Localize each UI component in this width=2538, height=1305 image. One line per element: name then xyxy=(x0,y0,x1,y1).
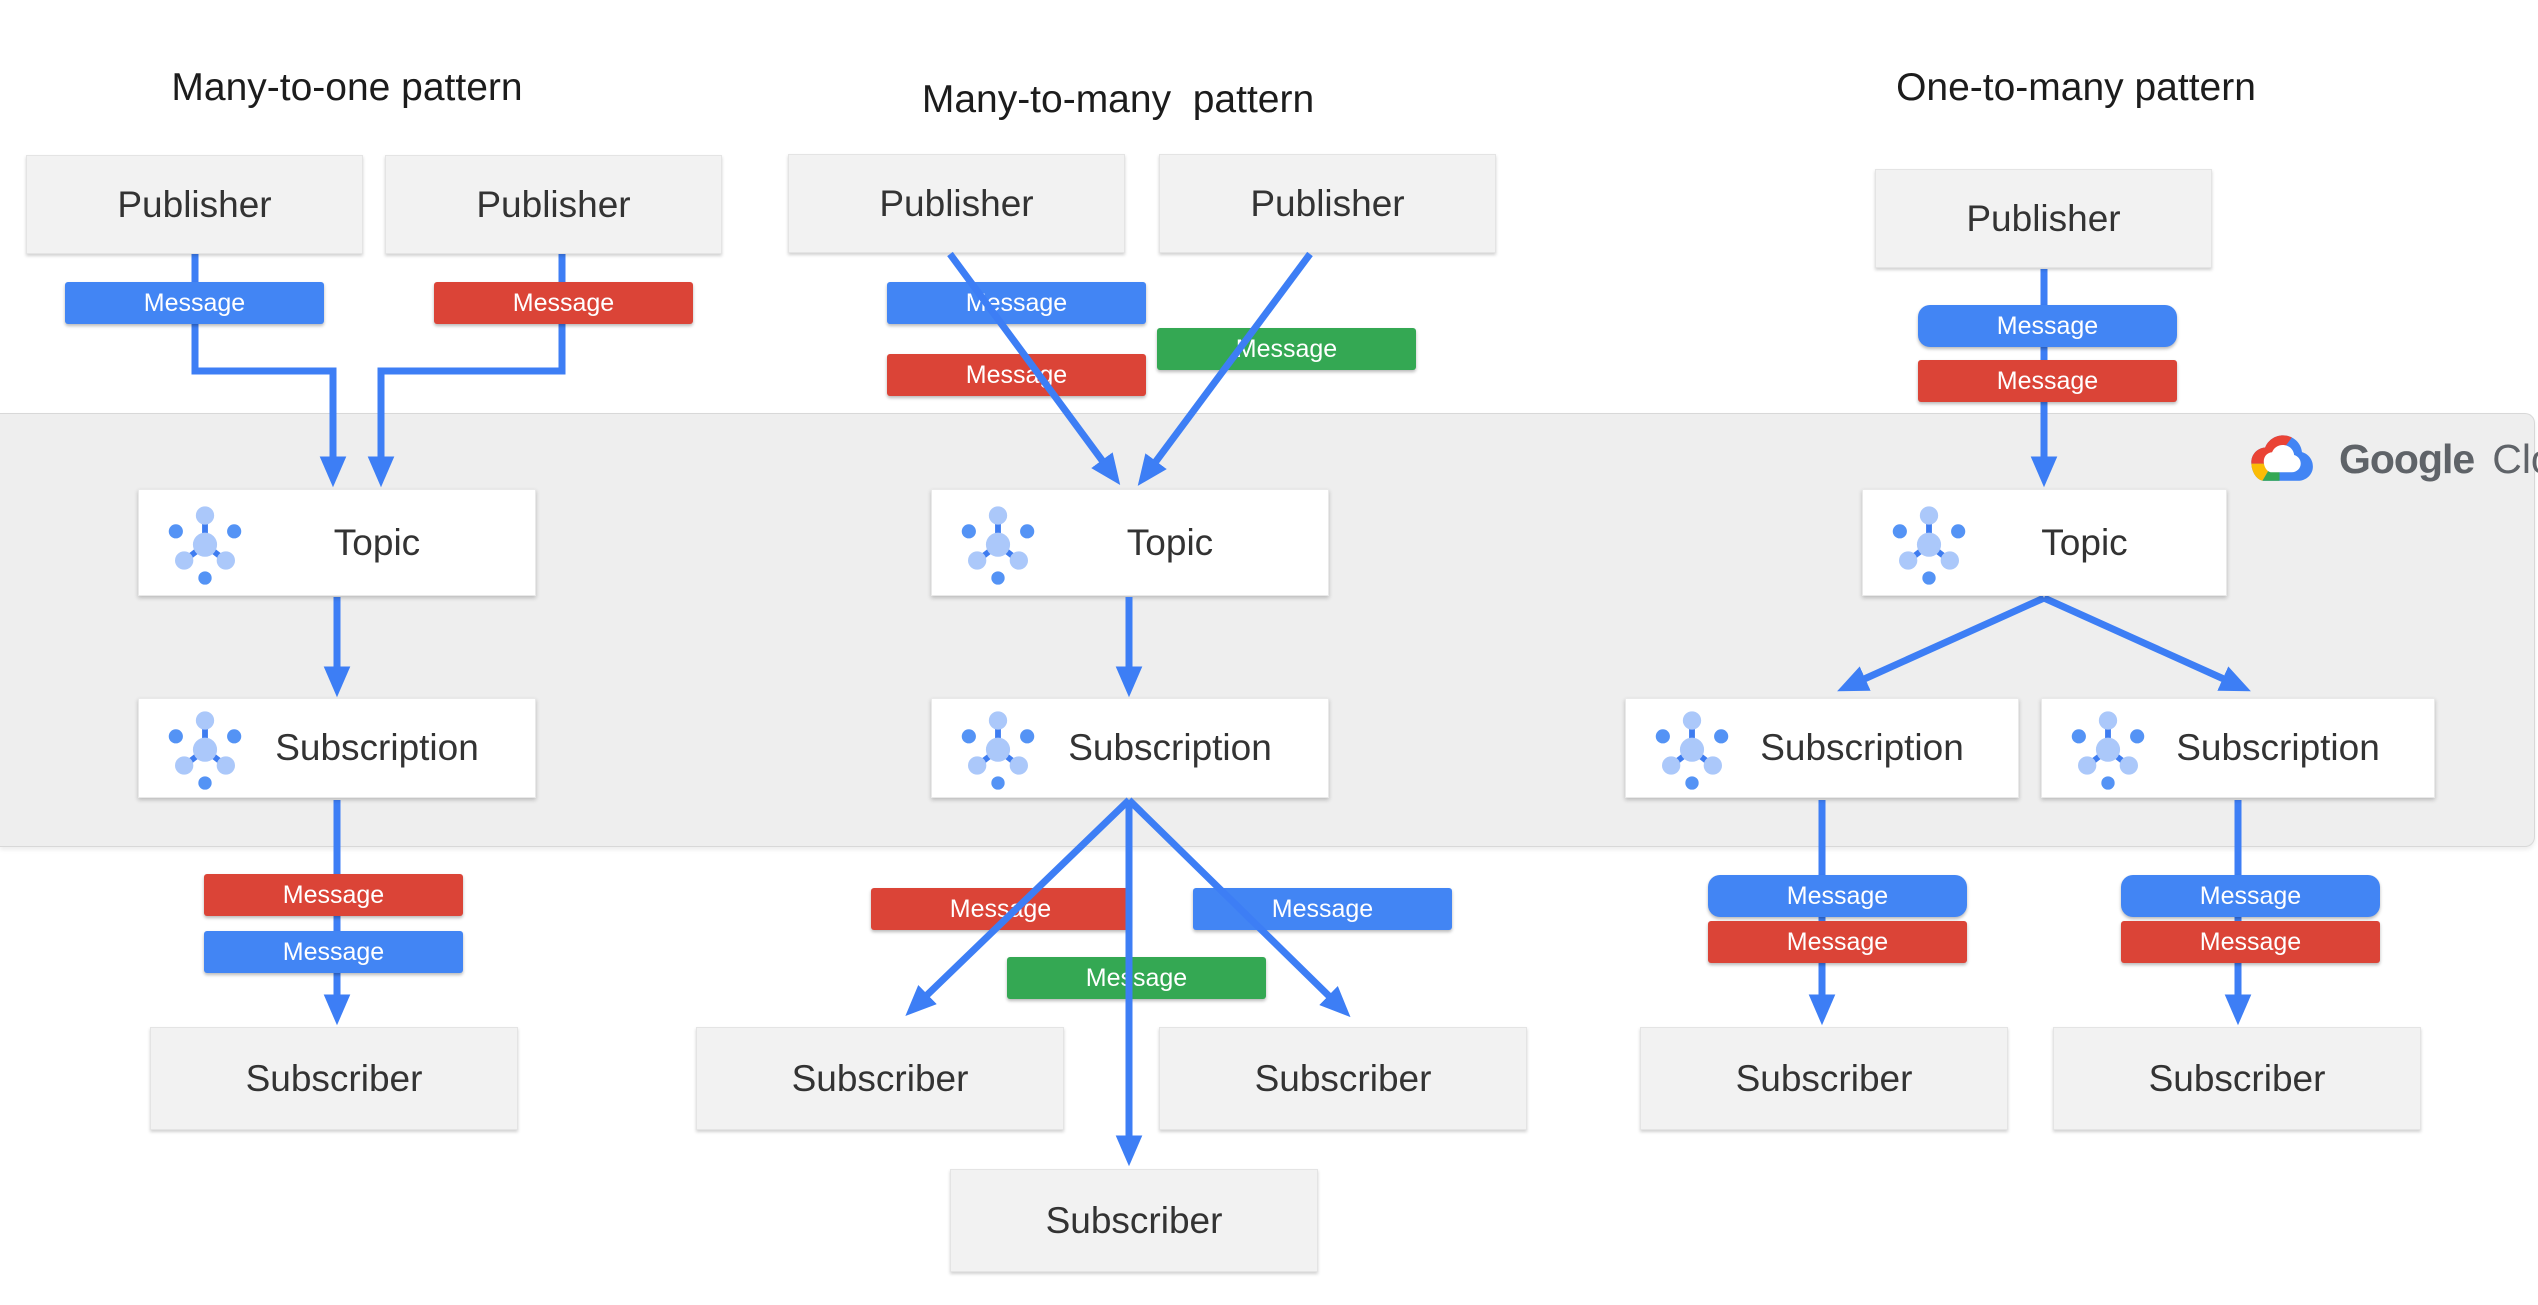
message-badge: Message xyxy=(1918,360,2177,402)
google-cloud-logo: Google Cloud xyxy=(2245,428,2538,490)
cloud-icon xyxy=(2251,435,2313,481)
message-badge: Message xyxy=(887,282,1146,324)
subscription-box: Subscription xyxy=(1625,698,2019,798)
topic-box: Topic xyxy=(931,489,1329,596)
message-badge: Message xyxy=(1918,305,2177,347)
pubsub-subscription-icon xyxy=(165,706,245,790)
logo-cloud-text: Cloud xyxy=(2492,435,2538,482)
subscriber-box: Subscriber xyxy=(150,1027,518,1130)
topic-label: Topic xyxy=(1126,521,1214,563)
message-badge: Message xyxy=(65,282,324,324)
subscriber-box: Subscriber xyxy=(696,1027,1064,1130)
pubsub-topic-icon xyxy=(165,501,245,585)
subscription-box: Subscription xyxy=(2041,698,2435,798)
pattern-2-title: Many-to-many pattern xyxy=(921,78,1315,121)
message-badge: Message xyxy=(1007,957,1266,999)
message-badge: Message xyxy=(204,874,463,916)
subscription-label: Subscription xyxy=(1068,727,1272,768)
subscriber-box: Subscriber xyxy=(950,1169,1318,1272)
publisher-box: Publisher xyxy=(1159,154,1496,253)
message-badge: Message xyxy=(1193,888,1452,930)
message-badge: Message xyxy=(871,888,1130,930)
topic-box: Topic xyxy=(1862,489,2227,596)
pubsub-subscription-icon xyxy=(1652,706,1732,790)
pubsub-topic-icon xyxy=(958,501,1038,585)
message-badge: Message xyxy=(1157,328,1416,370)
publisher-box: Publisher xyxy=(26,155,363,254)
publisher-box: Publisher xyxy=(385,155,722,254)
subscriber-box: Subscriber xyxy=(2053,1027,2421,1130)
topic-label: Topic xyxy=(333,521,421,563)
message-badge: Message xyxy=(1708,921,1967,963)
message-badge: Message xyxy=(887,354,1146,396)
subscription-box: Subscription xyxy=(138,698,536,798)
topic-box: Topic xyxy=(138,489,536,596)
subscription-label: Subscription xyxy=(2176,727,2380,768)
pubsub-subscription-icon xyxy=(2068,706,2148,790)
pubsub-subscription-icon xyxy=(958,706,1038,790)
message-badge: Message xyxy=(204,931,463,973)
logo-google-text: Google xyxy=(2339,435,2475,482)
pattern-1-title: Many-to-one pattern xyxy=(171,66,523,109)
publisher-box: Publisher xyxy=(1875,169,2212,268)
pubsub-topic-icon xyxy=(1889,501,1969,585)
publisher-box: Publisher xyxy=(788,154,1125,253)
message-badge: Message xyxy=(1708,875,1967,917)
message-badge: Message xyxy=(2121,921,2380,963)
subscription-label: Subscription xyxy=(275,727,479,768)
subscription-label: Subscription xyxy=(1760,727,1964,768)
pattern-3-title: One-to-many pattern xyxy=(1896,66,2256,109)
subscriber-box: Subscriber xyxy=(1159,1027,1527,1130)
subscription-box: Subscription xyxy=(931,698,1329,798)
message-badge: Message xyxy=(2121,875,2380,917)
topic-label: Topic xyxy=(2041,521,2128,563)
message-badge: Message xyxy=(434,282,693,324)
subscriber-box: Subscriber xyxy=(1640,1027,2008,1130)
